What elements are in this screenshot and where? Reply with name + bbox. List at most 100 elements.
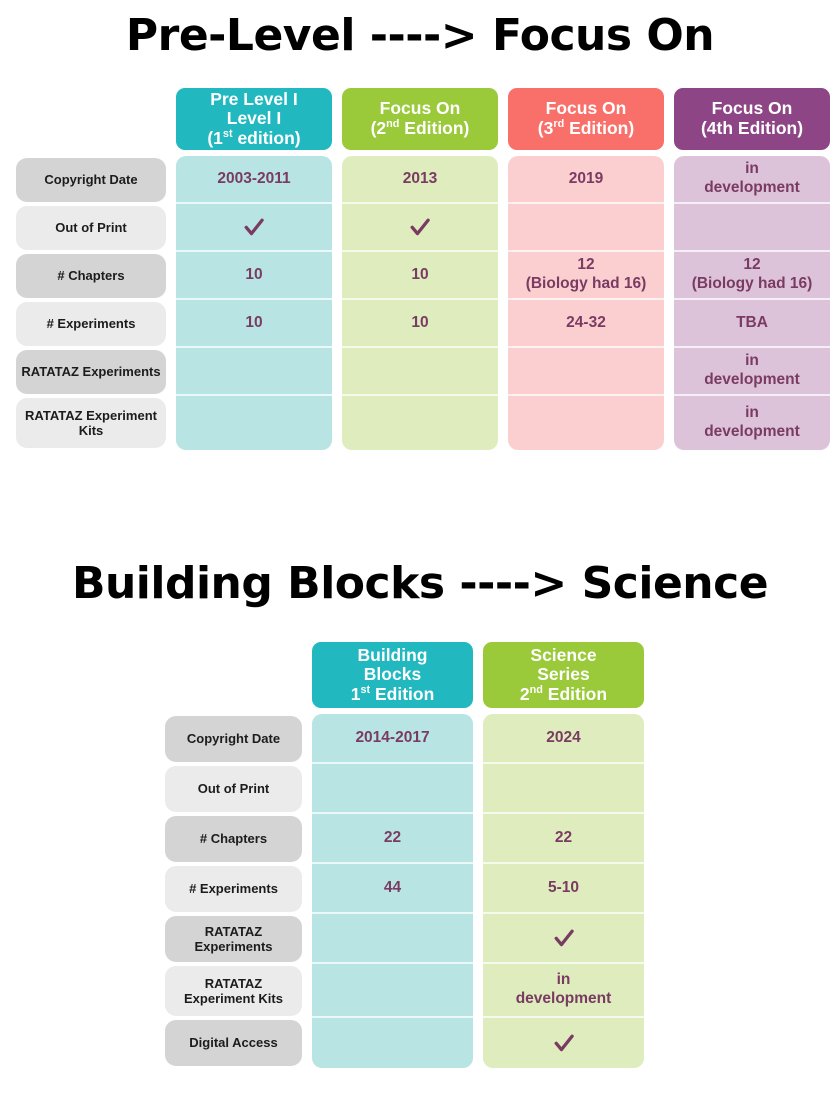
cell-value: 44 xyxy=(383,878,402,896)
row-label: # Experiments xyxy=(16,302,166,346)
table-cell xyxy=(508,348,664,396)
cell-value: 2014-2017 xyxy=(355,728,430,746)
checkmark-icon xyxy=(409,216,431,238)
cell-value: 2024 xyxy=(546,728,581,746)
cell-value: 2019 xyxy=(568,169,604,187)
table-cell xyxy=(176,396,332,450)
cell-value: 10 xyxy=(411,265,429,283)
cell-value: 2003-2011 xyxy=(217,169,291,187)
row-label: Digital Access xyxy=(165,1020,302,1066)
table-cell xyxy=(342,204,498,252)
col-head-line: Focus On xyxy=(545,98,627,119)
table-cell xyxy=(483,1018,644,1068)
col-head-line: Building xyxy=(357,644,428,665)
col-head-line: (3rd Edition) xyxy=(537,118,635,138)
cell-value: 10 xyxy=(245,313,263,331)
cell-value: 5-10 xyxy=(547,878,580,896)
table-cell xyxy=(483,764,644,814)
row-label: RATATAZ Experiment Kits xyxy=(16,398,166,448)
checkmark-icon xyxy=(553,927,575,949)
cell-value: 10 xyxy=(411,313,429,331)
checkmark-icon xyxy=(553,1032,575,1054)
page-title-pre-level-focus-on: Pre-Level ----> Focus On xyxy=(125,10,715,61)
col-head-line: (2nd Edition) xyxy=(370,118,470,138)
row-label: # Experiments xyxy=(165,866,302,912)
data-column-2: 2013 10 10 xyxy=(342,156,498,450)
col-head-line: (4th Edition) xyxy=(700,118,804,138)
ordinal-suffix: st xyxy=(360,683,371,696)
table-cell xyxy=(342,396,498,450)
table-cell: 2024 xyxy=(483,714,644,764)
table-cell: 10 xyxy=(176,300,332,348)
table-cell xyxy=(508,396,664,450)
table-cell xyxy=(312,964,473,1018)
table-cell: 5-10 xyxy=(483,864,644,914)
col-head-line: Blocks xyxy=(363,664,422,685)
table-cell: 24-32 xyxy=(508,300,664,348)
row-label: RATATAZ Experiment Kits xyxy=(165,966,302,1016)
checkmark-icon xyxy=(243,216,265,238)
table-cell xyxy=(483,914,644,964)
table-cell: 10 xyxy=(342,300,498,348)
table-cell xyxy=(342,348,498,396)
col-head-line: Focus On xyxy=(711,98,793,119)
data-column-1: 2003-2011 10 10 xyxy=(176,156,332,450)
data-column-1: 2014-2017 22 44 xyxy=(312,714,473,1068)
table-cell xyxy=(176,204,332,252)
col-head-line: Pre Level I xyxy=(210,88,298,109)
cell-value: TBA xyxy=(736,313,768,331)
col-head-line: Series xyxy=(537,664,590,685)
col-head-line: 2nd Edition xyxy=(519,683,608,704)
table-cell xyxy=(312,1018,473,1068)
data-column-3: 2019 12(Biology had 16) 24-32 xyxy=(508,156,664,450)
ordinal-suffix: st xyxy=(222,127,233,140)
table-cell xyxy=(176,348,332,396)
table-cell: 12(Biology had 16) xyxy=(508,252,664,300)
col-head-line: Science xyxy=(530,644,597,665)
table-cell: 2019 xyxy=(508,156,664,204)
col-head-line: 1st Edition xyxy=(350,683,435,704)
col-head-line: Focus On xyxy=(379,98,461,119)
cell-value: 12(Biology had 16) xyxy=(525,256,647,292)
table-cell xyxy=(312,764,473,814)
row-label: Out of Print xyxy=(16,206,166,250)
table-cell: 2013 xyxy=(342,156,498,204)
table-cell xyxy=(674,204,830,252)
column-header-4: Focus On(4th Edition) xyxy=(674,88,830,150)
table-cell: 22 xyxy=(312,814,473,864)
table-cell xyxy=(508,204,664,252)
table-cell xyxy=(312,914,473,964)
cell-value: 24-32 xyxy=(566,313,606,331)
table-cell: 10 xyxy=(342,252,498,300)
cell-value: 12(Biology had 16) xyxy=(691,256,813,292)
row-label: Out of Print xyxy=(165,766,302,812)
table-cell: 2014-2017 xyxy=(312,714,473,764)
table-cell: 12(Biology had 16) xyxy=(674,252,830,300)
table-cell: TBA xyxy=(674,300,830,348)
col-head-line: (1st edition) xyxy=(207,127,301,148)
cell-value: 2013 xyxy=(402,169,438,187)
row-label: # Chapters xyxy=(16,254,166,298)
page-title-building-blocks-science: Building Blocks ----> Science xyxy=(71,558,769,609)
header-corner-spacer xyxy=(16,88,166,150)
cell-value: 10 xyxy=(245,265,263,283)
cell-value: 22 xyxy=(383,828,402,846)
row-label: RATATAZ Experiments xyxy=(165,916,302,962)
